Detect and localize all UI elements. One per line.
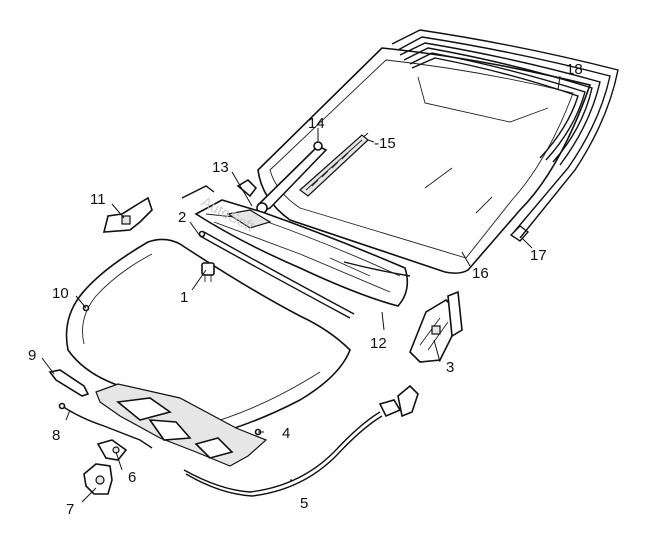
cowl-panel <box>181 185 411 307</box>
callout-10: 10 <box>52 285 69 302</box>
callout-18: 18 <box>566 61 583 78</box>
callout-2: 2 <box>178 209 186 226</box>
hood-release-cable <box>183 384 419 497</box>
callout-5: 5 <box>300 495 308 512</box>
callout-13: 13 <box>212 159 229 176</box>
windshield-molding <box>391 29 619 242</box>
callout-15: -15 <box>374 135 396 152</box>
hood-hinge-left <box>102 196 153 233</box>
callout-8: 8 <box>52 427 60 444</box>
callout-16: 16 <box>472 265 489 282</box>
wiper-arm <box>256 141 328 214</box>
callout-6: 6 <box>128 469 136 486</box>
hood-prop-rod-holder <box>58 402 153 449</box>
callout-11: 11 <box>90 191 106 208</box>
hood-latch <box>83 463 113 495</box>
callout-14: 14 <box>308 115 325 132</box>
callout-1: 1 <box>180 289 188 306</box>
hood-latch-bracket <box>96 439 128 461</box>
callout-3: 3 <box>446 359 454 376</box>
hood-prop-rod <box>48 369 90 397</box>
hood-seal-strip <box>198 230 355 319</box>
callout-12: 12 <box>370 335 387 352</box>
callout-7: 7 <box>66 501 74 518</box>
callout-4: 4 <box>282 425 290 442</box>
callout-17: 17 <box>530 247 547 264</box>
cowl-clip <box>236 178 258 198</box>
callout-9: 9 <box>28 347 36 364</box>
cowl-side-bracket <box>409 290 463 363</box>
callout-labels: 1 2 3 4 5 6 7 8 9 10 11 12 13 14 -15 16 … <box>28 61 583 518</box>
hood-inner-frame <box>95 383 268 467</box>
leader-lines <box>41 75 561 503</box>
